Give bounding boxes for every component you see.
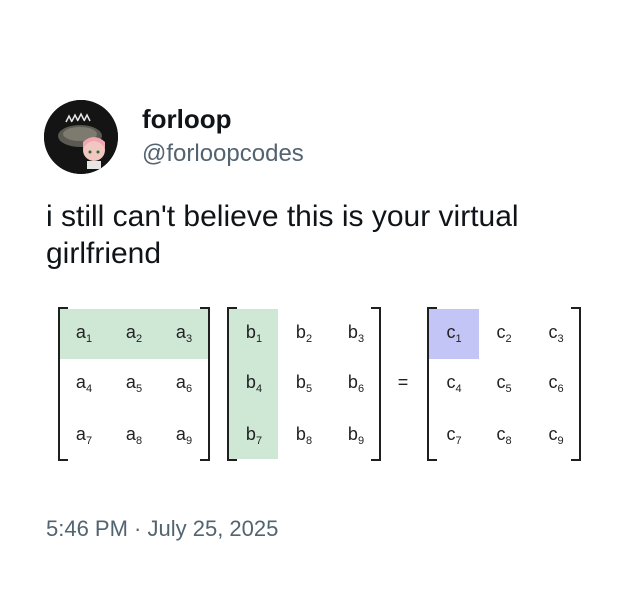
matrix-cell: a6 bbox=[175, 372, 193, 395]
matrix-b-column-highlight bbox=[229, 309, 278, 459]
matrix-b-left-bracket bbox=[227, 307, 237, 461]
matrix-cell: c6 bbox=[548, 372, 564, 395]
matrix-c-cell-highlight bbox=[429, 309, 479, 359]
matrix-a-row-highlight bbox=[60, 309, 208, 359]
matrix-cell: c8 bbox=[496, 424, 512, 447]
tweet-timestamp[interactable]: 5:46 PM · July 25, 2025 bbox=[46, 516, 279, 541]
matrix-cell: a3 bbox=[175, 322, 193, 345]
matrix-cell: c2 bbox=[496, 322, 512, 345]
matrix-cell: c7 bbox=[446, 424, 462, 447]
matrix-cell: c3 bbox=[548, 322, 564, 345]
matrix-a-left-bracket bbox=[58, 307, 68, 461]
matrix-cell: b3 bbox=[347, 322, 365, 345]
matrix-cell: a1 bbox=[75, 322, 93, 345]
matrix-cell: a9 bbox=[175, 424, 193, 447]
matrix-cell: b1 bbox=[245, 322, 263, 345]
matrix-cell: c9 bbox=[548, 424, 564, 447]
matrix-cell: a7 bbox=[75, 424, 93, 447]
matrix-c-left-bracket bbox=[427, 307, 437, 461]
tweet-text: i still can't believe this is your virtu… bbox=[46, 200, 519, 270]
matrix-cell: a8 bbox=[125, 424, 143, 447]
avatar[interactable] bbox=[44, 100, 118, 174]
display-name[interactable]: forloop bbox=[142, 104, 232, 134]
matrix-cell: c1 bbox=[446, 322, 462, 345]
matrix-cell: c5 bbox=[496, 372, 512, 395]
matrix-b-right-bracket bbox=[371, 307, 381, 461]
matrix-cell: b5 bbox=[295, 372, 313, 395]
matrix-c-right-bracket bbox=[571, 307, 581, 461]
matrix-cell: b2 bbox=[295, 322, 313, 345]
matrix-a-right-bracket bbox=[200, 307, 210, 461]
matrix-cell: c4 bbox=[446, 372, 462, 395]
matrix-cell: a2 bbox=[125, 322, 143, 345]
matrix-cell: b7 bbox=[245, 424, 263, 447]
matrix-cell: b6 bbox=[347, 372, 365, 395]
user-handle[interactable]: @forloopcodes bbox=[142, 140, 304, 167]
matrix-cell: a4 bbox=[75, 372, 93, 395]
avatar-image bbox=[44, 100, 118, 174]
matrix-cell: a5 bbox=[125, 372, 143, 395]
matrix-cell: b9 bbox=[347, 424, 365, 447]
matrix-cell: b8 bbox=[295, 424, 313, 447]
equals-sign: = bbox=[397, 372, 409, 392]
matrix-cell: b4 bbox=[245, 372, 263, 395]
